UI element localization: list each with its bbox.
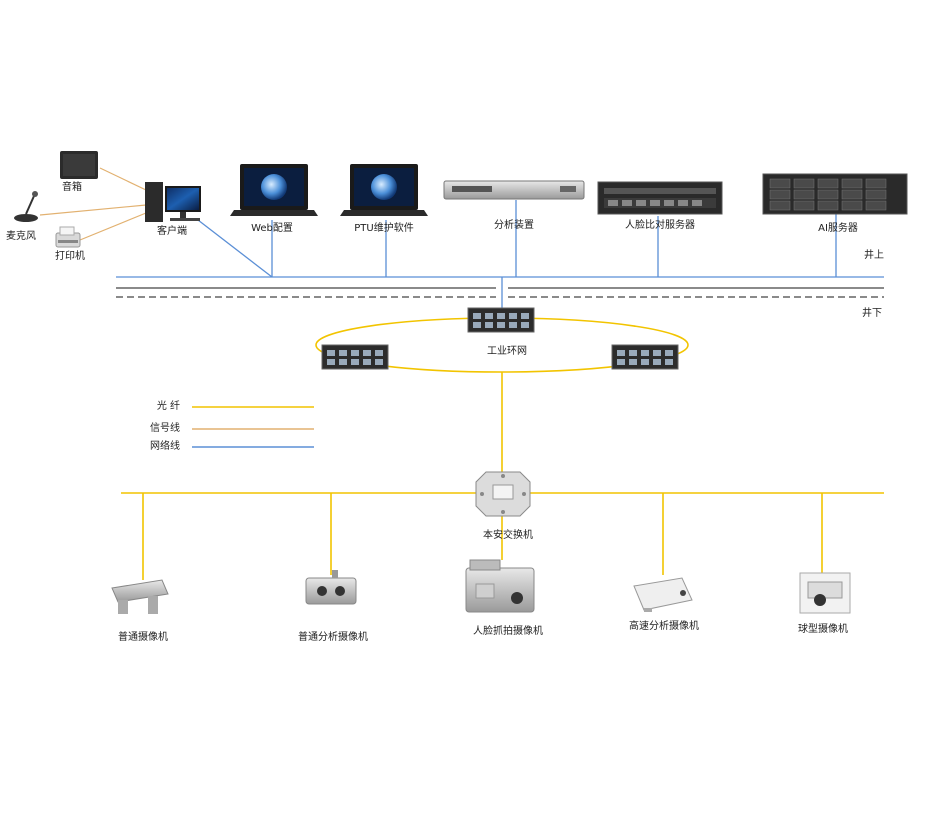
below-ground-label: 井下 <box>862 308 882 319</box>
normal-camera-icon <box>111 579 169 614</box>
signal-wires <box>39 167 147 241</box>
analysis-device-label: 分析装置 <box>494 220 534 231</box>
ptu-software-label: PTU维护软件 <box>354 223 414 234</box>
face-server-label: 人脸比对服务器 <box>625 220 695 231</box>
client-pc-icon <box>145 182 201 222</box>
network-bus <box>116 200 884 308</box>
ai-server-label: AI服务器 <box>818 223 858 234</box>
dome-camera-label: 球型摄像机 <box>798 624 848 635</box>
intrinsic-safe-switch-icon <box>475 471 531 517</box>
web-config-laptop-icon <box>230 164 318 216</box>
normal-analysis-camera-label: 普通分析摄像机 <box>298 632 368 643</box>
dome-camera-icon <box>799 572 851 614</box>
legend-network-label: 网络线 <box>150 441 180 452</box>
printer-label: 打印机 <box>55 251 85 262</box>
speaker-icon <box>60 151 98 179</box>
ring-switch-left-icon <box>321 344 389 370</box>
ring-switch-right-icon <box>611 344 679 370</box>
ptu-software-laptop-icon <box>340 164 428 216</box>
web-config-label: Web配置 <box>251 223 293 234</box>
face-capture-camera-icon <box>465 559 535 613</box>
face-compare-server-icon <box>597 181 723 215</box>
face-capture-camera-label: 人脸抓拍摄像机 <box>473 626 543 637</box>
ai-server-icon <box>762 173 908 215</box>
highspeed-analysis-camera-icon <box>633 577 693 612</box>
industrial-ring-label: 工业环网 <box>487 346 527 357</box>
analysis-device-icon <box>443 180 585 200</box>
highspeed-analysis-camera-label: 高速分析摄像机 <box>629 621 699 632</box>
ring-switch-top-icon <box>467 307 535 333</box>
speaker-label: 音箱 <box>62 182 82 193</box>
above-ground-label: 井上 <box>864 250 884 261</box>
normal-camera-label: 普通摄像机 <box>118 632 168 643</box>
legend-signal-label: 信号线 <box>150 423 180 434</box>
client-pc-label: 客户端 <box>157 226 187 237</box>
intrinsic-safe-switch-label: 本安交换机 <box>483 530 533 541</box>
microphone-label: 麦克风 <box>6 231 36 242</box>
legend-lines <box>192 406 314 448</box>
ground-divider <box>116 287 884 298</box>
microphone-icon <box>14 191 38 222</box>
legend-fiber-label: 光 纤 <box>156 401 180 412</box>
printer-icon <box>55 226 81 248</box>
normal-analysis-camera-icon <box>305 570 357 605</box>
